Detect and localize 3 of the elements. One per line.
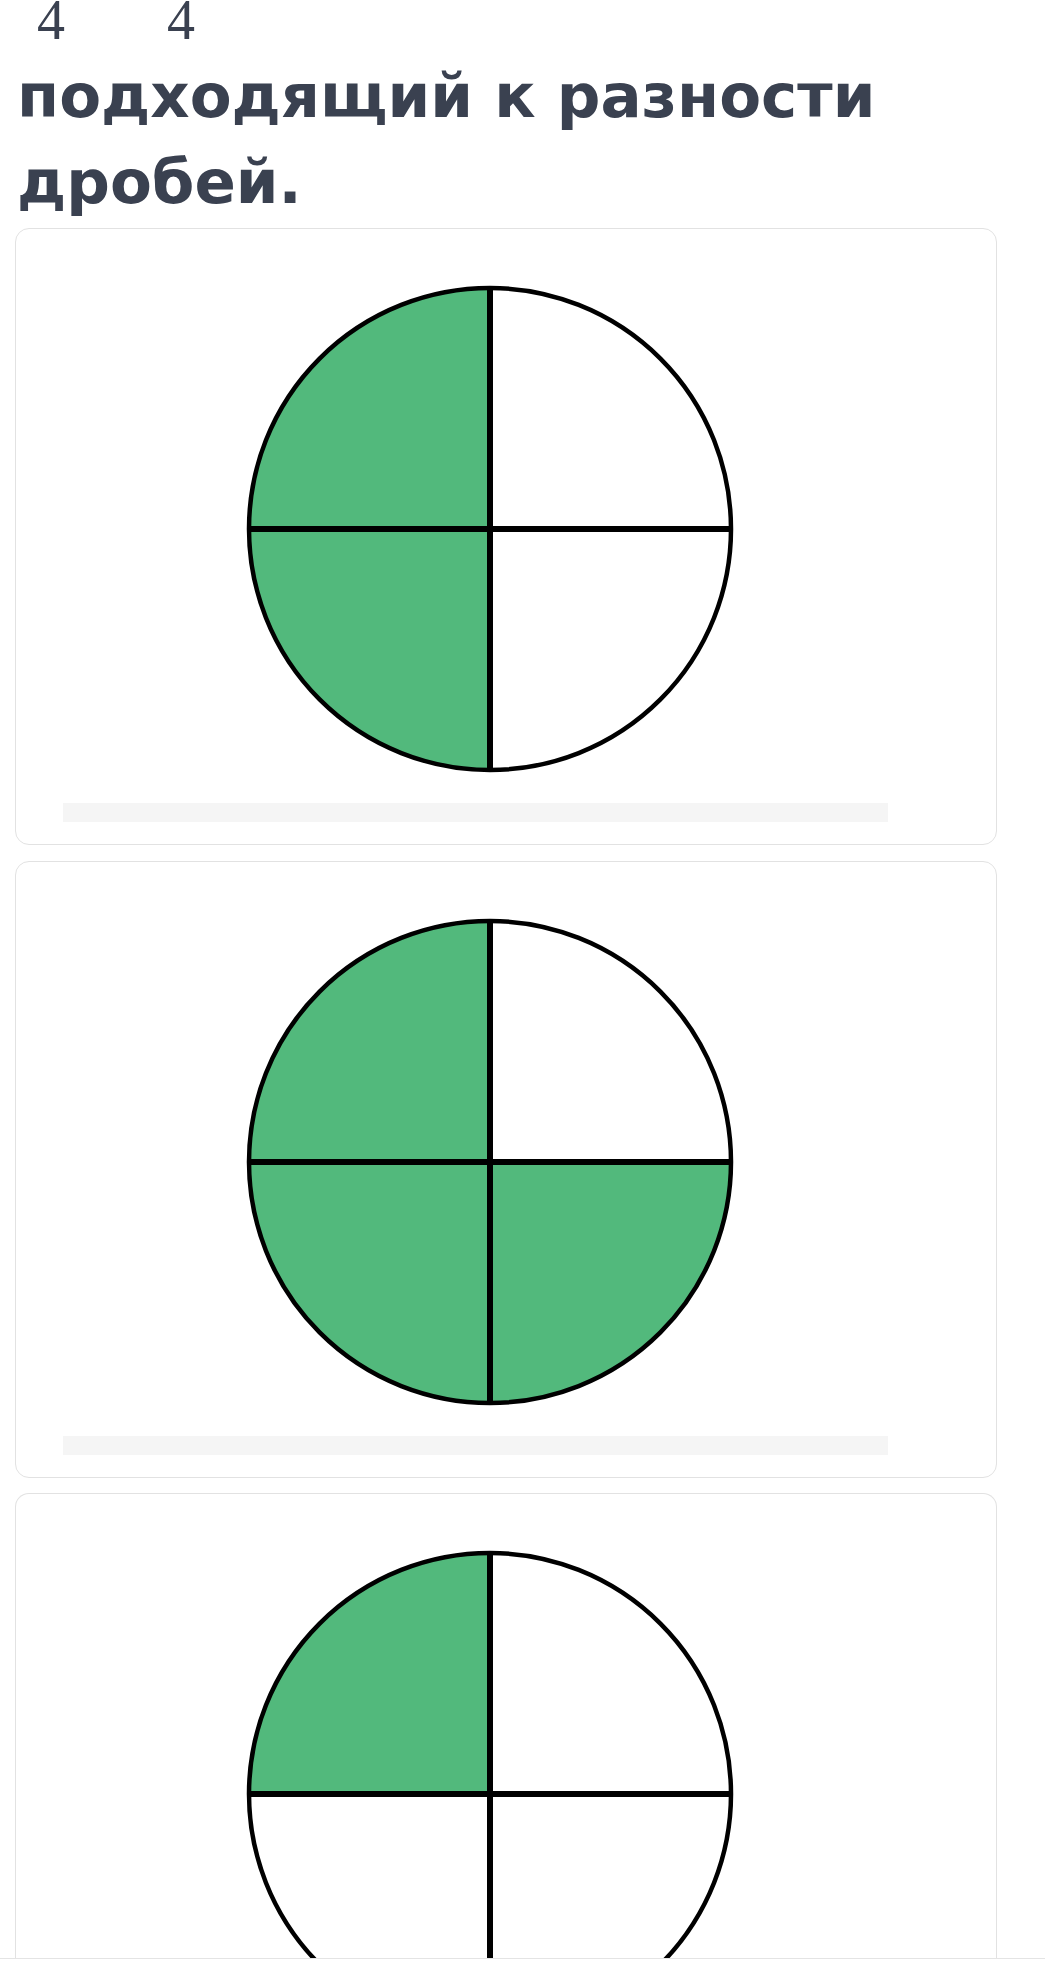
denominator: 4	[166, 0, 196, 40]
question-text: подходящий к разности дробей.	[17, 59, 877, 219]
denominator: 4	[36, 0, 66, 40]
